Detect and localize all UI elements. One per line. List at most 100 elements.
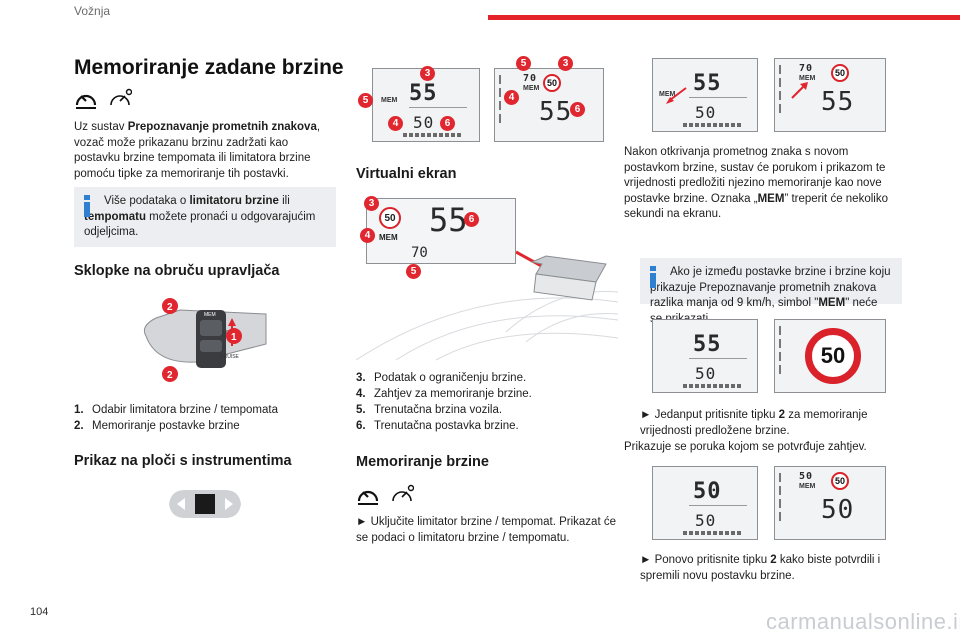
speed-limiter-icon	[75, 94, 97, 109]
intro-paragraph: Uz sustav Prepoznavanje prometnih znakov…	[74, 120, 336, 182]
text-run: ► Ponovo pritisnite tipku	[640, 554, 771, 566]
vehicle-speed: 55	[429, 201, 468, 239]
virtual-screen-illustration: 50 MEM 55 70 3 6 4 5	[356, 192, 618, 362]
detection-paragraph: Nakon otkrivanja prometnog znaka s novom…	[624, 145, 906, 223]
callout-badge: 6	[570, 102, 585, 117]
section-title: Vožnja	[74, 4, 111, 18]
speed-setting-large: 55	[539, 97, 573, 127]
text-run: tempomatu	[84, 210, 146, 223]
callout-badge: 6	[464, 212, 479, 227]
watermark: carmanualsonline.info	[766, 609, 960, 634]
text-run: kako biste potvrdili i spremili novu pos…	[640, 554, 881, 582]
speed-limit-sign: 50	[831, 472, 849, 490]
mem-indicator: MEM	[381, 97, 398, 104]
svg-text:2: 2	[167, 302, 173, 313]
mem-label: MEM	[204, 312, 216, 318]
text-run: Prepoznavanje prometnih znakova	[127, 121, 317, 133]
speed-limit-sign: 50	[831, 64, 849, 82]
cruise-label: CRUISE	[220, 354, 240, 360]
svg-text:1: 1	[231, 332, 237, 343]
text-run: 2	[778, 409, 786, 421]
confirmation-message: Prikazuje se poruka kojom se potvrđuje z…	[624, 441, 867, 453]
callout-badge: 5	[406, 264, 421, 279]
heading-memorize-speed: Memoriranje brzine	[356, 454, 489, 470]
info-icon	[84, 195, 90, 217]
cluster-display-right-2b: 50	[774, 319, 886, 393]
info-note-right: Ako je između postavke brzine i brzine k…	[640, 258, 902, 325]
sign-speed-setting: 70	[799, 63, 814, 74]
text-run: 2	[770, 554, 777, 566]
speed-setting-large: 55	[821, 87, 855, 117]
text-run: Ako je između postavke brzine i brzine k…	[650, 266, 891, 310]
heading-steering-switches: Sklopke na obruču upravljača	[74, 263, 280, 279]
cluster-display-right-2a: 55 50	[652, 319, 758, 393]
cluster-display-right-1a: 55 50 MEM	[652, 58, 758, 132]
text-run: Više podataka o	[104, 195, 190, 207]
callout-badge: 3	[364, 196, 379, 211]
mem-indicator: MEM	[659, 91, 676, 98]
callout-badge: 4	[504, 90, 519, 105]
speed-setting: 50	[413, 113, 435, 132]
step-press-once: ► Jedanput pritisnite tipku 2 za memorir…	[640, 408, 906, 439]
arrow-indicator	[791, 82, 808, 99]
callout-badge: 3	[420, 66, 435, 81]
cluster-display-right-1b: 70 MEM 50 55	[774, 58, 886, 132]
cluster-display-right-3a: 50 50	[652, 466, 758, 540]
mem-indicator: MEM	[799, 483, 816, 490]
list-item: 5.Trenutačna brzina vozila.	[356, 404, 503, 416]
callout-badge: 5	[358, 93, 373, 108]
callout-badge: 4	[388, 116, 403, 131]
callout-badge: 4	[360, 228, 375, 243]
cluster-display-right-3b: 50 MEM 50 50	[774, 466, 886, 540]
list-item: 3.Podatak o ograničenju brzine.	[356, 372, 527, 384]
step-enable: ► Uključite limitator brzine / tempomat.…	[356, 516, 616, 544]
info-note-left: Više podataka o limitatoru brzine ili te…	[74, 187, 336, 247]
callout-badge: 6	[440, 116, 455, 131]
function-icons	[74, 88, 132, 110]
vehicle-speed: 55	[693, 332, 722, 357]
page-title: Memoriranje zadane brzine	[74, 56, 344, 79]
svg-text:2: 2	[167, 370, 173, 381]
mem-indicator: MEM	[799, 75, 816, 82]
text-run: ili	[278, 195, 290, 207]
switch-legend: 1.Odabir limitatora brzine / tempomata 2…	[74, 402, 336, 434]
heading-instrument-panel: Prikaz na ploči s instrumentima	[74, 453, 292, 469]
heading-virtual-screen: Virtualni ekran	[356, 166, 457, 182]
text-run: Nakon otkrivanja prometnog znaka s novom…	[624, 146, 886, 205]
mem-indicator: MEM	[523, 85, 540, 92]
text-run: MEM	[818, 297, 846, 310]
list-item: 1.Odabir limitatora brzine / tempomata	[74, 404, 278, 416]
cluster-display-right: 50 70 MEM 55	[494, 68, 604, 142]
list-item: 2.Memoriranje postavke brzine	[74, 420, 240, 432]
speed-limit-sign-large: 50	[805, 328, 861, 384]
vehicle-speed: 50	[693, 479, 722, 504]
cruise-control-icon	[392, 484, 414, 502]
speed-limiter-icon	[357, 490, 379, 505]
speed-setting-large: 50	[821, 495, 855, 525]
text-run: Uz sustav	[74, 121, 128, 133]
function-icons	[356, 484, 414, 506]
instrument-cluster-icon	[169, 490, 241, 518]
info-icon	[650, 266, 656, 288]
text-run: za memoriranje vrijednosti predložene br…	[640, 409, 868, 437]
display-legend: 3.Podatak o ograničenju brzine. 4.Zahtje…	[356, 370, 618, 434]
text-run: ► Jedanput pritisnite tipku	[640, 409, 779, 421]
text-run: , vozač može prikazanu brzinu zadržati k…	[74, 121, 321, 180]
arrow-indicator	[666, 87, 687, 104]
page-number: 104	[30, 606, 49, 618]
text-run: možete pronaći u odgovarajućim odjeljcim…	[84, 210, 316, 239]
mem-indicator: MEM	[379, 233, 398, 242]
speed-setting: 70	[411, 245, 428, 261]
vehicle-speed: 55	[693, 71, 722, 96]
cruise-control-icon	[110, 88, 132, 106]
sign-speed-setting: 70	[523, 73, 538, 84]
header-accent-bar	[488, 15, 960, 20]
text-run: ” treperit će nekoliko sekundi na ekranu…	[624, 192, 888, 221]
list-item: 4.Zahtjev za memoriranje brzine.	[356, 388, 532, 400]
speed-limit-sign: 50	[543, 74, 561, 92]
step-press-again: ► Ponovo pritisnite tipku 2 kako biste p…	[640, 553, 906, 584]
list-item: 6.Trenutačna postavka brzine.	[356, 420, 519, 432]
speed-setting: 50	[695, 364, 717, 383]
virtual-screen: 50 MEM 55 70	[366, 198, 516, 264]
speed-limit-sign: 50	[379, 207, 401, 229]
